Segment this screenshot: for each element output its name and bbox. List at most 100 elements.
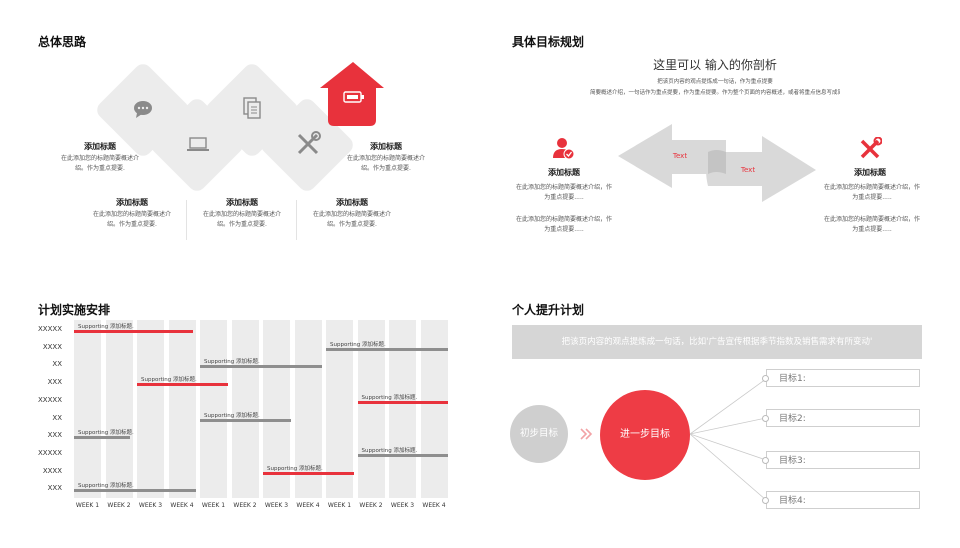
week-column: [137, 320, 164, 498]
battery-icon: [343, 91, 364, 103]
gantt-bar-label: Supporting 添加标题.: [267, 465, 323, 472]
gantt-bar: [200, 418, 291, 422]
goals-heading: 这里可以 输入的你剖析: [653, 58, 777, 72]
gantt-bar: [263, 471, 354, 475]
arrow-right-text: Text: [740, 166, 756, 174]
tools-red-icon: [860, 137, 882, 159]
right-desc-1: 在此添加您的标题简要概述介绍，作为重点提要.....: [823, 184, 920, 201]
gantt-bar-label: Supporting 添加标题.: [330, 341, 386, 348]
week-label: WEEK 3: [390, 502, 415, 509]
row-label: XXXXX: [38, 325, 62, 333]
connector-lines: [690, 378, 767, 501]
section-title-goals: 具体目标规划: [512, 35, 585, 49]
gantt-bar-label: Supporting 添加标题.: [361, 447, 418, 454]
right-title: 添加标题: [854, 168, 886, 177]
goal-box-2: 目标2:: [766, 409, 920, 427]
item-desc: 在此添加您的标题简要概述介绍。作为重点提要.: [60, 155, 139, 172]
section-title-plan: 计划实施安排: [38, 303, 111, 317]
item-desc: 在此添加您的标题简要概述介绍。作为重点提要.: [312, 211, 391, 228]
row-label: XXXXX: [38, 395, 62, 404]
week-column: [420, 320, 448, 498]
item-desc: 在此添加您的标题简要概述介绍。作为重点提要.: [202, 211, 281, 228]
week-column: [231, 320, 259, 498]
row-label: XXXX: [42, 342, 62, 351]
gantt-bar: [137, 383, 228, 387]
red-house-shape: [320, 62, 384, 126]
improvement-banner: 把该页内容的观点提炼成一句话，比如'广告宣传根据季节指数及销售需求有所变动': [512, 325, 922, 359]
goal-box-1: 目标1:: [766, 369, 920, 387]
gantt-bar-label: Supporting 添加标题.: [204, 359, 260, 366]
week-label: WEEK 1: [327, 502, 352, 509]
week-label: WEEK 4: [296, 502, 320, 509]
week-column: [294, 320, 322, 498]
start-goal-circle: 初步目标: [510, 405, 568, 463]
item-title: 添加标题: [226, 198, 258, 207]
divider: [296, 200, 297, 240]
user-check-icon: [553, 138, 575, 160]
week-label: WEEK 4: [422, 502, 446, 509]
goal-dot: [762, 457, 769, 464]
gantt-bar: [74, 436, 130, 440]
gantt-bar: [74, 330, 193, 333]
week-label: WEEK 2: [107, 502, 131, 509]
gantt-bar-label: Supporting 添加标题.: [361, 394, 418, 401]
next-goal-circle: 进一步目标: [600, 390, 690, 480]
row-label: XXX: [47, 484, 62, 493]
goal-box-3: 目标3:: [766, 451, 920, 469]
item-title: 添加标题: [336, 198, 368, 207]
row-label: XX: [52, 413, 62, 422]
week-column: [263, 320, 290, 498]
goal-dot: [762, 375, 769, 382]
row-label: XXX: [47, 378, 62, 387]
right-desc-2: 在此添加您的标题简要概述介绍，作为重点提要.....: [823, 216, 920, 233]
gantt-bar-label: Supporting 添加标题.: [78, 483, 134, 490]
row-label: XXXXX: [38, 448, 62, 457]
chevrons-icon: [580, 428, 593, 440]
goals-intro-line2: 简要概述介绍，一句话作为重点提要，作为重点提要。作为整个页面的内容概述，或者将重…: [590, 90, 840, 96]
week-column: [200, 320, 227, 498]
arrow-left-text: Text: [672, 152, 688, 160]
chat-icon: [134, 101, 152, 118]
section-title-overall: 总体思路: [38, 35, 87, 49]
week-label: WEEK 2: [359, 502, 383, 509]
laptop-icon: [187, 137, 209, 151]
left-title: 添加标题: [548, 168, 580, 177]
week-label: WEEK 1: [201, 502, 226, 509]
week-column: [389, 320, 416, 498]
week-label: WEEK 3: [138, 502, 163, 509]
row-label: XX: [52, 360, 62, 369]
tools-icon: [297, 131, 321, 155]
week-label: WEEK 4: [170, 502, 194, 509]
week-label: WEEK 3: [264, 502, 289, 509]
left-desc-1: 在此添加您的标题简要概述介绍，作为重点提要.....: [515, 184, 612, 201]
week-column: [105, 320, 133, 498]
goal-dot: [762, 415, 769, 422]
goals-intro-line1: 把该页内容的观点提炼成一句话，作为重点提要: [657, 79, 773, 85]
week-column: [168, 320, 196, 498]
goal-dot: [762, 497, 769, 504]
divider: [186, 200, 187, 240]
gantt-bar: [200, 365, 322, 369]
item-title: 添加标题: [116, 198, 148, 207]
week-label: WEEK 1: [75, 502, 100, 509]
section-title-improvement: 个人提升计划: [512, 303, 585, 317]
gantt-bar: [326, 347, 448, 351]
documents-icon: [243, 97, 261, 119]
gantt-bar: [357, 453, 448, 457]
gantt-bar-label: Supporting 添加标题.: [78, 324, 134, 330]
left-desc-2: 在此添加您的标题简要概述介绍，作为重点提要.....: [515, 216, 612, 233]
double-arrow-graphic: [618, 124, 816, 202]
row-label: XXXX: [42, 466, 62, 475]
item-title: 添加标题: [84, 142, 116, 151]
item-desc: 在此添加您的标题简要概述介绍。作为重点提要.: [92, 211, 171, 228]
gantt-bar-label: Supporting 添加标题.: [78, 430, 134, 437]
gantt-bar-label: Supporting 添加标题.: [141, 377, 197, 384]
goal-box-4: 目标4:: [766, 491, 920, 509]
week-column: [74, 320, 101, 498]
gantt-bar: [357, 400, 448, 404]
row-label: XXX: [47, 431, 62, 440]
gantt-bar-label: Supporting 添加标题.: [204, 412, 260, 419]
week-label: WEEK 2: [233, 502, 257, 509]
item-desc: 在此添加您的标题简要概述介绍。作为重点提要.: [346, 155, 425, 172]
gantt-bar: [74, 489, 196, 493]
